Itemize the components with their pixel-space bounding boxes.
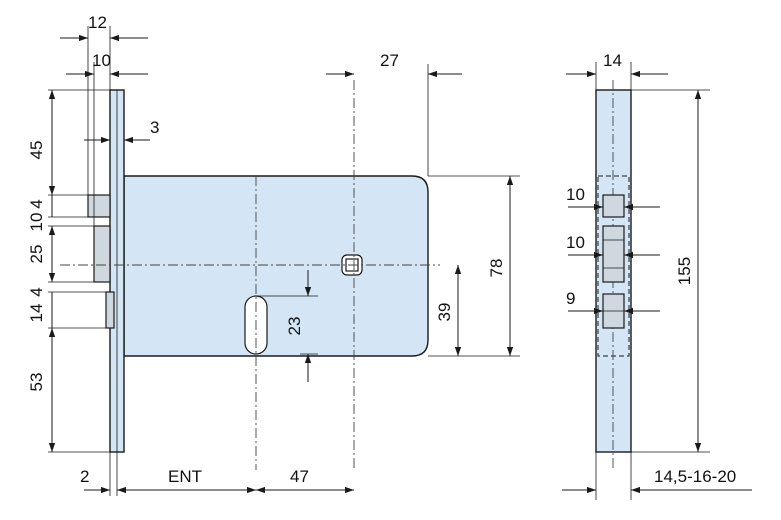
dim-53: 53 [27,373,46,392]
dim-10-side-a: 10 [566,185,585,204]
dim-14-side: 14 [603,51,622,70]
dim-range: 14,5-16-20 [654,467,736,486]
dim-47: 47 [290,467,309,486]
dim-155: 155 [675,257,694,285]
dim-10-left: 10 [27,213,46,232]
dim-14: 14 [27,304,46,323]
dim-78: 78 [487,259,506,278]
dim-4-lower: 4 [27,287,46,296]
dim-10-side-b: 10 [566,233,585,252]
dim-12: 12 [88,13,107,32]
side-bolt-top [602,194,625,218]
dim-25: 25 [27,245,46,264]
dim-2: 2 [80,467,89,486]
front-view: 12 10 3 27 45 4 10 25 14 4 53 23 [27,13,520,496]
dim-27: 27 [380,51,399,70]
side-view: 14 10 10 9 155 14,5-16-20 [562,51,752,500]
bolt-middle [93,225,111,283]
dim-3: 3 [150,118,159,137]
side-bolt-middle [602,225,625,283]
bolt-bottom [105,291,115,329]
dim-9-side: 9 [566,289,575,308]
dim-23: 23 [285,317,304,336]
dim-45: 45 [27,141,46,160]
dim-ent: ENT [168,467,202,486]
bolt-top [87,194,111,218]
dim-4-upper: 4 [27,199,46,208]
dim-10-top: 10 [92,51,111,70]
lock-case [123,175,429,357]
dim-39: 39 [435,303,454,322]
